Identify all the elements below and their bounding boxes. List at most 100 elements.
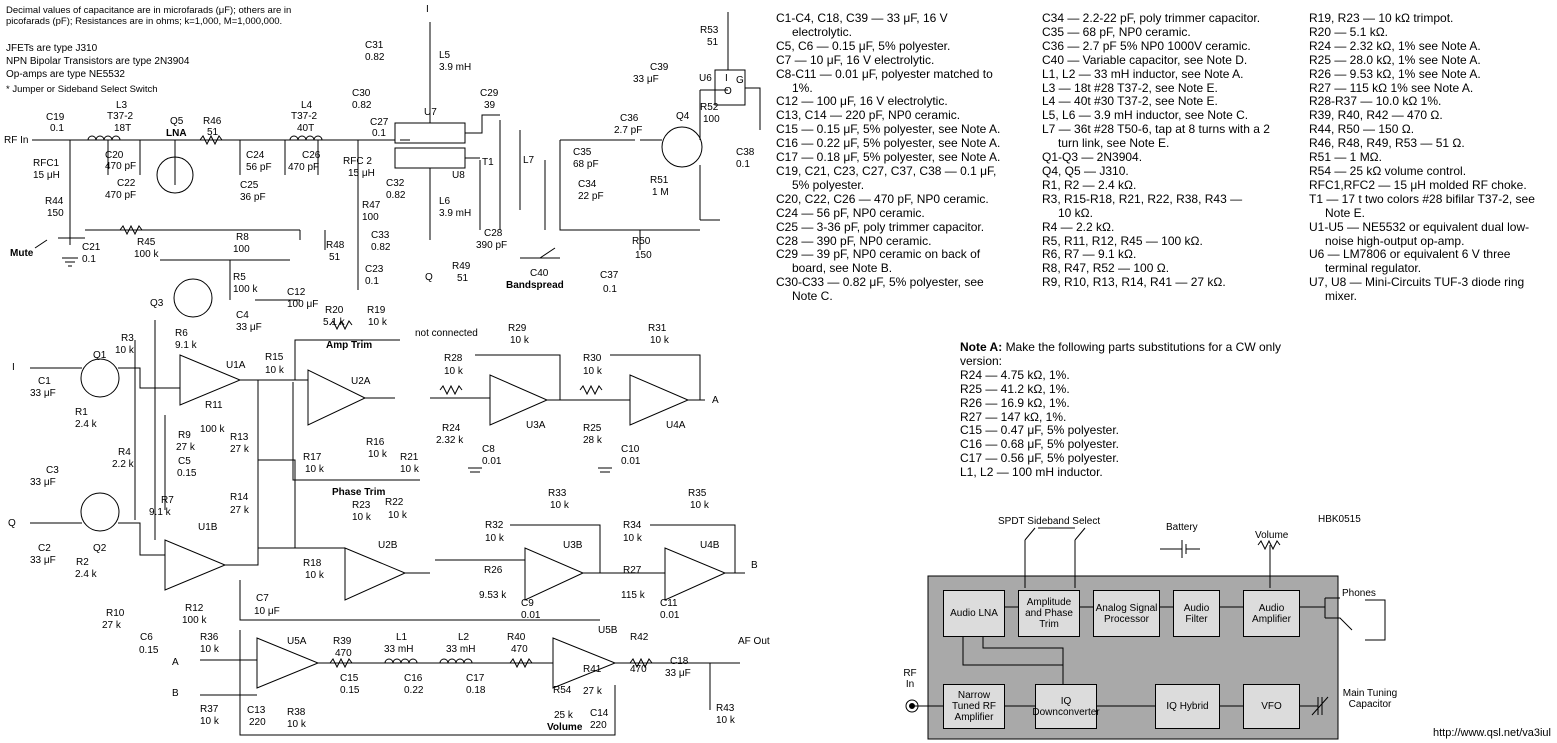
label-r41: R41 [583, 664, 602, 675]
label-r6-value: 9.1 k [175, 340, 197, 351]
label-input-b: B [172, 688, 179, 699]
note-a-item: R27 — 147 kΩ, 1%. [960, 409, 1067, 424]
label-l4-turns: 40T [297, 123, 315, 134]
label-r50: R50 [632, 236, 651, 247]
label-r38: R38 [287, 707, 306, 718]
label-r43-value: 10 k [716, 715, 735, 726]
parts-list-entry: C40 — Variable capacitor, see Note D. [1042, 52, 1248, 67]
label-r41-value: 27 k [583, 686, 602, 697]
block-analog-signal-processor: Analog Signal Processor [1093, 590, 1160, 637]
label-l1: L1 [396, 632, 408, 643]
label-c22: C22 [117, 178, 136, 189]
label-r4: R4 [118, 447, 131, 458]
parts-list-entry: C7 — 10 μF, 16 V electrolytic. [776, 52, 935, 67]
label-c30-value: 0.82 [352, 100, 372, 111]
parts-list-col3: R19, R23 — 10 kΩ trimpot.R20 — 5.1 kΩ.R2… [1309, 12, 1554, 304]
label-c32-value: 0.82 [386, 190, 406, 201]
label-r3-value: 10 k [115, 345, 134, 356]
label-c18: C18 [670, 656, 689, 667]
parts-list-entry: R27 — 115 kΩ 1% see Note A. [1309, 80, 1474, 95]
label-r36-value: 10 k [200, 644, 219, 655]
label-r20: R20 [325, 305, 344, 316]
label-c6: C6 [140, 632, 153, 643]
block-audio-filter: Audio Filter [1173, 590, 1220, 637]
label-c33-value: 0.82 [371, 242, 391, 253]
parts-list-col2: C34 — 2.2-22 pF, poly trimmer capacitor.… [1042, 12, 1297, 290]
label-c13: C13 [247, 705, 266, 716]
label-r3: R3 [121, 333, 134, 344]
label-r11: R11 [205, 400, 223, 411]
label-r24-value: 2.32 k [436, 435, 464, 446]
label-r25: R25 [583, 423, 602, 434]
label-c14: C14 [590, 708, 609, 719]
label-c1: C1 [38, 376, 51, 387]
label-u4a: U4A [666, 420, 686, 431]
label-mute: Mute [10, 248, 34, 259]
label-r49: R49 [452, 261, 471, 272]
parts-list-entry: C16 — 0.22 μF, 5% polyester, see Note A. [776, 136, 1001, 151]
parts-list-entry: C5, C6 — 0.15 μF, 5% polyester. [776, 38, 951, 53]
block-vfo: VFO [1243, 684, 1300, 729]
label-c11: C11 [660, 598, 678, 609]
label-c6-value: 0.15 [139, 645, 159, 656]
label-r12: R12 [185, 603, 204, 614]
label-r28-value: 10 k [444, 366, 463, 377]
parts-list-entry: turn link, see Note E. [1058, 136, 1170, 151]
note-a-item: R24 — 4.75 kΩ, 1%. [960, 367, 1070, 382]
parts-list-entry: 1%. [792, 80, 813, 95]
label-c9: C9 [521, 598, 534, 609]
label-c26: C26 [302, 150, 321, 161]
label-r10: R10 [106, 608, 125, 619]
label-c37: C37 [600, 270, 619, 281]
label-c34-value: 22 pF [578, 191, 604, 202]
note-a-item: R25 — 41.2 kΩ, 1%. [960, 381, 1070, 396]
label-l6-value: 3.9 mH [439, 208, 472, 219]
label-rfc1-value: 15 μH [33, 170, 60, 181]
label-c39: C39 [650, 62, 669, 73]
parts-list-entry: U7, U8 — Mini-Circuits TUF-3 diode ring [1309, 275, 1525, 290]
source-url: http://www.qsl.net/va3iul [1432, 727, 1551, 739]
label-c10-value: 0.01 [621, 456, 641, 467]
label-c5-value: 0.15 [177, 468, 197, 479]
header-note: Decimal values of capacitance are in mic… [6, 5, 292, 27]
label-u6-out: O [724, 86, 732, 97]
label-r36: R36 [200, 632, 219, 643]
label-r35: R35 [688, 488, 707, 499]
label-l4: L4 [301, 100, 313, 111]
label-r29-value: 10 k [510, 335, 529, 346]
parts-list-entry: R28-R37 — 10.0 kΩ 1%. [1309, 94, 1442, 109]
label-r5-value: 100 k [233, 284, 258, 295]
parts-list-entry: R26 — 9.53 kΩ, 1% see Note A. [1309, 66, 1481, 81]
label-c3: C3 [46, 465, 59, 476]
label-r51: R51 [650, 175, 669, 186]
parts-list-entry: mixer. [1325, 289, 1358, 304]
label-q4: Q4 [676, 111, 690, 122]
label-u5b: U5B [598, 625, 618, 636]
label-r52: R52 [700, 102, 719, 113]
label-u6-gnd: G [736, 75, 744, 86]
label-r26: R26 [484, 565, 503, 576]
label-rfc2-value: 15 μH [348, 168, 375, 179]
note-a: Note A: Make the following parts substit… [960, 341, 1320, 480]
label-r19-value: 10 k [368, 317, 387, 328]
parts-list-entry: L4 — 40t #30 T37-2, see Note E. [1042, 94, 1218, 109]
note-a-title: Note A: [960, 340, 1003, 354]
label-u6-in: I [725, 73, 728, 84]
label-r13-value: 27 k [230, 444, 249, 455]
note-a-intro2: version: [960, 353, 1003, 368]
label-r12-value: 100 k [182, 615, 207, 626]
label-r45: R45 [137, 237, 156, 248]
block-audio-lna: Audio LNA [943, 590, 1005, 637]
label-c23-value: 0.1 [365, 276, 379, 287]
label-c17: C17 [466, 673, 485, 684]
label-c4-value: 33 μF [236, 322, 262, 333]
label-c15: C15 [340, 673, 359, 684]
label-amp-trim: Amp Trim [326, 340, 373, 351]
label-q-input: Q [8, 518, 16, 529]
label-r34: R34 [623, 520, 642, 531]
figure-id: HBK0515 [1318, 514, 1361, 525]
label-r23: R23 [352, 500, 371, 511]
label-af-out: AF Out [738, 636, 770, 647]
parts-list-entry: R51 — 1 MΩ. [1309, 150, 1382, 165]
